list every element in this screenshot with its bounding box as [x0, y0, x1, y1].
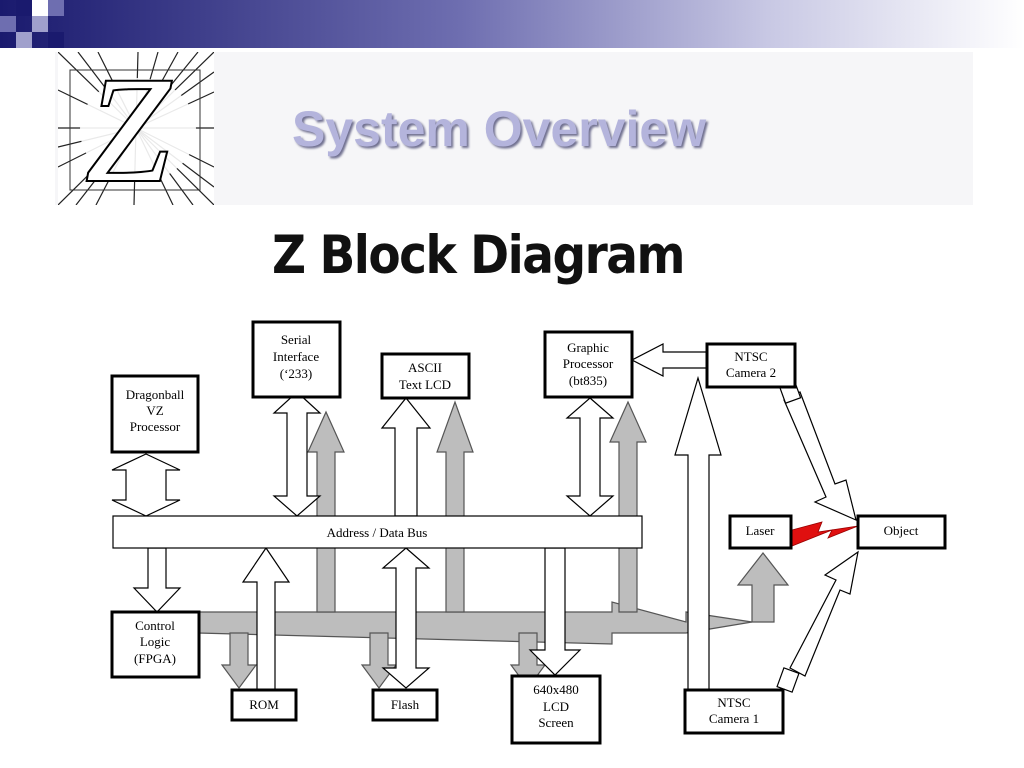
- svg-text:ROM: ROM: [249, 697, 279, 712]
- svg-text:Camera 2: Camera 2: [726, 365, 776, 380]
- decor-square: [32, 16, 48, 32]
- bus-label: Address / Data Bus: [327, 525, 428, 540]
- svg-text:640x480: 640x480: [533, 682, 579, 697]
- arrow-to-rom: [220, 632, 258, 690]
- address-data-bus: [112, 515, 643, 549]
- svg-text:(bt835): (bt835): [569, 373, 607, 388]
- arrow-rom-bus: [241, 546, 291, 691]
- svg-text:Control: Control: [135, 618, 175, 633]
- arrow-bus-ascii: [380, 397, 432, 517]
- slide-title: System Overview: [292, 101, 707, 157]
- arrow-to-flash: [360, 632, 398, 690]
- arrow-cam2-object: [783, 391, 857, 522]
- arrow-to-serial: [307, 410, 345, 613]
- arrow-bus-lcd: [528, 547, 582, 676]
- svg-text:Flash: Flash: [391, 697, 420, 712]
- header-gradient-bar: [0, 0, 1024, 48]
- block-laser: Laser: [728, 514, 793, 550]
- logo-letter: Z: [86, 52, 171, 205]
- decor-square: [32, 0, 48, 16]
- block-flash: Flash: [371, 688, 439, 722]
- arrow-cam2-graphic: [630, 343, 709, 377]
- z-logo: Z: [58, 52, 214, 205]
- svg-text:VZ: VZ: [146, 403, 163, 418]
- cam1-connector: [776, 667, 800, 693]
- block-lcd-screen: 640x480 LCD Screen: [510, 674, 602, 745]
- arrow-bus-control: [132, 547, 182, 613]
- arrow-serial-bus: [272, 391, 322, 517]
- block-ntsc-camera-1: NTSC Camera 1: [683, 688, 785, 735]
- svg-text:Dragonball: Dragonball: [126, 387, 185, 402]
- decor-square: [0, 16, 16, 32]
- block-object: Object: [856, 514, 947, 550]
- data-bus-arrow: [197, 601, 753, 645]
- svg-text:Interface: Interface: [273, 349, 319, 364]
- laser-bolt: [791, 521, 859, 547]
- block-ntsc-camera-2: NTSC Camera 2: [705, 342, 797, 389]
- svg-text:NTSC: NTSC: [717, 695, 750, 710]
- decor-square: [48, 0, 64, 16]
- svg-text:ASCII: ASCII: [408, 360, 442, 375]
- svg-text:Logic: Logic: [140, 634, 171, 649]
- decor-square: [16, 0, 32, 16]
- arrow-graphic-bus: [565, 397, 615, 517]
- svg-text:LCD: LCD: [543, 699, 569, 714]
- block-rom: ROM: [230, 688, 298, 722]
- svg-text:Processor: Processor: [130, 419, 181, 434]
- svg-text:Screen: Screen: [538, 715, 574, 730]
- svg-text:Object: Object: [884, 523, 919, 538]
- svg-text:(‘233): (‘233): [280, 366, 313, 381]
- arrow-to-ascii: [436, 400, 474, 613]
- svg-text:Text LCD: Text LCD: [399, 377, 451, 392]
- block-dragonball: Dragonball VZ Processor: [110, 374, 200, 454]
- arrow-dragonball-bus: [111, 453, 181, 517]
- arrow-cam1-object: [789, 550, 859, 677]
- diagram-title: Z Block Diagram: [272, 225, 686, 287]
- svg-text:Camera 1: Camera 1: [709, 711, 759, 726]
- arrow-cam1-tall: [674, 375, 722, 691]
- svg-text:Laser: Laser: [746, 523, 776, 538]
- svg-text:Serial: Serial: [281, 332, 312, 347]
- svg-text:NTSC: NTSC: [734, 349, 767, 364]
- block-graphic-processor: Graphic Processor (bt835): [543, 330, 634, 399]
- block-serial-interface: Serial Interface (‘233): [251, 320, 342, 399]
- decor-square: [16, 32, 32, 48]
- svg-text:Processor: Processor: [563, 356, 614, 371]
- arrow-to-laser: [736, 552, 790, 623]
- svg-text:(FPGA): (FPGA): [134, 651, 176, 666]
- decor-square: [48, 32, 64, 48]
- svg-text:Graphic: Graphic: [567, 340, 609, 355]
- arrow-to-graphic: [609, 400, 647, 613]
- arrow-bus-flash: [381, 547, 431, 689]
- block-control-logic: Control Logic (FPGA): [110, 610, 201, 679]
- block-ascii-lcd: ASCII Text LCD: [380, 352, 471, 400]
